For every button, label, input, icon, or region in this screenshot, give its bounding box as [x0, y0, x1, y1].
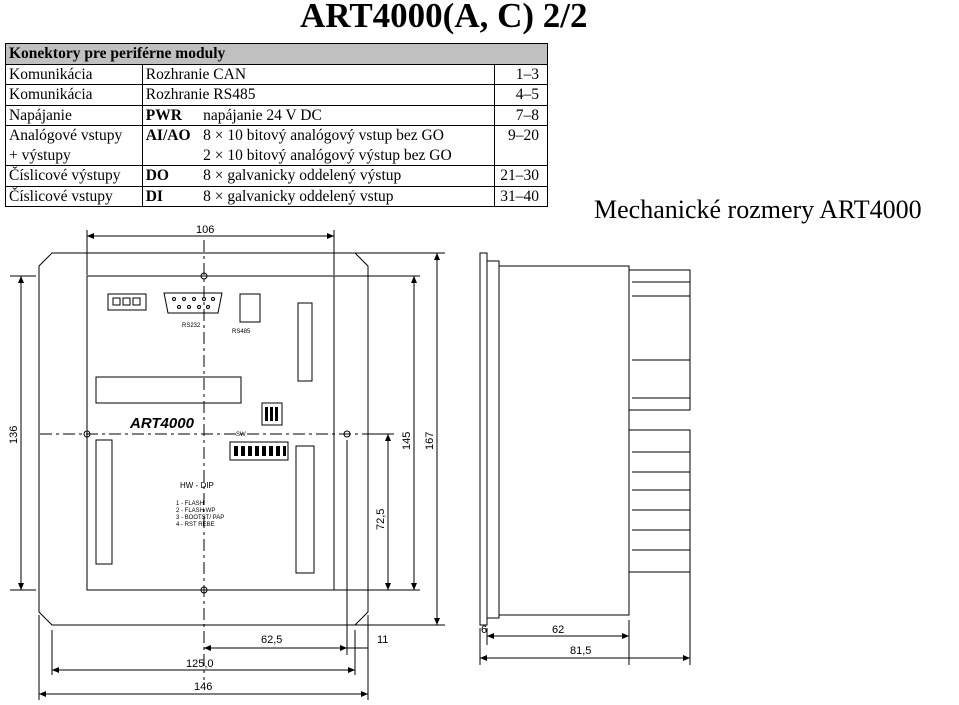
row-pins: 7–8: [494, 104, 548, 126]
dim-11: 11: [377, 634, 388, 646]
dim-136: 136: [8, 426, 20, 444]
dim-145: 145: [401, 432, 413, 450]
row-name: Napájanie: [5, 104, 143, 126]
table-row: Napájanie PWR napájanie 24 V DC 7–8: [5, 104, 548, 126]
sw-label: SW: [236, 432, 246, 438]
rs485-label: RS485: [232, 329, 251, 335]
table-row: Analógové vstupy AI/AO 8 × 10 bitový ana…: [5, 125, 548, 146]
row-code: [141, 145, 201, 166]
row-pins: 21–30: [494, 165, 548, 186]
row-name: Číslicové vstupy: [5, 185, 143, 207]
row-code: PWR: [141, 104, 201, 126]
dip-item: 1 - FLASH: [176, 501, 204, 507]
dim-62: 62: [552, 624, 564, 636]
row-desc: Rozhranie RS485: [141, 84, 496, 105]
row-code: AI/AO: [141, 125, 201, 146]
row-pins: 1–3: [494, 63, 548, 85]
table-row: + výstupy 2 × 10 bitový analógový výstup…: [5, 145, 548, 166]
row-name: Komunikácia: [5, 84, 143, 105]
row-code: DO: [141, 165, 201, 186]
page-title: ART4000(A, C) 2/2: [300, 0, 588, 35]
dim-167: 167: [424, 432, 436, 450]
row-name: Komunikácia: [5, 63, 143, 85]
dim-62-5: 62,5: [261, 634, 282, 646]
hw-dip-label: HW - DIP: [180, 481, 214, 490]
table-row: Číslicové vstupy DI 8 × galvanicky oddel…: [5, 185, 548, 207]
dim-106: 106: [196, 224, 214, 236]
dip-item: 3 - BOOTST/ PAP: [176, 515, 224, 521]
table-row: Komunikácia Rozhranie CAN 1–3: [5, 63, 548, 85]
row-desc: napájanie 24 V DC: [200, 104, 496, 126]
dim-125: 125,0: [186, 658, 214, 670]
dip-item: 2 - FLASH WP: [176, 508, 215, 514]
row-code: DI: [141, 185, 201, 207]
row-desc: 2 × 10 bitový analógový výstup bez GO: [200, 145, 496, 166]
row-desc: 8 × galvanicky oddelený výstup: [200, 165, 496, 186]
mechanical-title: Mechanické rozmery ART4000: [594, 195, 922, 224]
dim-146: 146: [194, 681, 212, 693]
dim-81-5: 81,5: [570, 645, 591, 657]
row-desc: 8 × 10 bitový analógový vstup bez GO: [200, 125, 496, 146]
connector-table: Konektory pre periférne moduly Komunikác…: [5, 43, 548, 207]
row-pins: [494, 145, 548, 166]
side-view-front-plate: [479, 252, 488, 626]
row-name: Číslicové výstupy: [5, 165, 143, 186]
table-row: Číslicové výstupy DO 8 × galvanicky odde…: [5, 165, 548, 186]
dim-72-5: 72,5: [375, 509, 387, 530]
rs232-label: RS232: [182, 323, 201, 329]
row-name: Analógové vstupy: [5, 125, 143, 146]
row-pins: 4–5: [494, 84, 548, 105]
dim-6: 6: [481, 624, 487, 636]
row-desc: 8 × galvanicky oddelený vstup: [200, 185, 496, 207]
row-desc: Rozhranie CAN: [142, 63, 496, 85]
table-row: Komunikácia Rozhranie RS485 4–5: [5, 84, 548, 105]
row-name: + výstupy: [5, 145, 143, 166]
brand-label: ART4000: [129, 415, 195, 432]
row-pins: 31–40: [494, 185, 548, 207]
dip-item: 4 - RST REBE: [176, 522, 215, 528]
circuit-board: [86, 275, 335, 591]
row-pins: 9–20: [494, 125, 548, 146]
